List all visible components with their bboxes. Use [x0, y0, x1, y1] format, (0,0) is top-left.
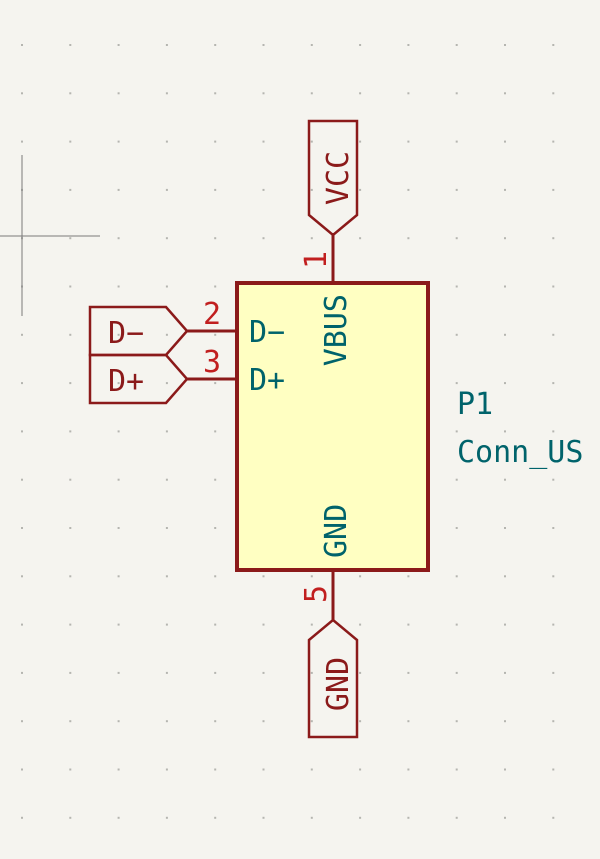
component-reference[interactable]: P1	[457, 387, 493, 422]
gnd-label-shape[interactable]	[307, 618, 359, 739]
pin-name-dminus: D−	[249, 315, 285, 350]
grid-dots	[21, 44, 555, 819]
dplus-label-shape[interactable]	[88, 353, 189, 405]
pin-name-gnd: GND	[319, 504, 354, 558]
pin-3-number: 3	[203, 345, 221, 380]
pin-name-dplus: D+	[249, 363, 285, 398]
dminus-label-shape[interactable]	[88, 305, 189, 357]
dplus-label-text: D+	[108, 364, 144, 399]
pin-name-vbus: VBUS	[319, 294, 354, 366]
vcc-label-text: VCC	[321, 151, 356, 205]
cursor-crosshair	[0, 155, 100, 316]
pin-2-number: 2	[203, 297, 221, 332]
pin-1-number: 1	[299, 251, 334, 269]
dminus-label-text: D−	[108, 316, 144, 351]
component-value[interactable]: Conn_US	[457, 435, 583, 470]
vcc-label-shape[interactable]	[307, 119, 359, 237]
gnd-label-text: GND	[321, 657, 356, 711]
pin-5-number: 5	[299, 585, 334, 603]
component-body[interactable]	[235, 281, 430, 572]
